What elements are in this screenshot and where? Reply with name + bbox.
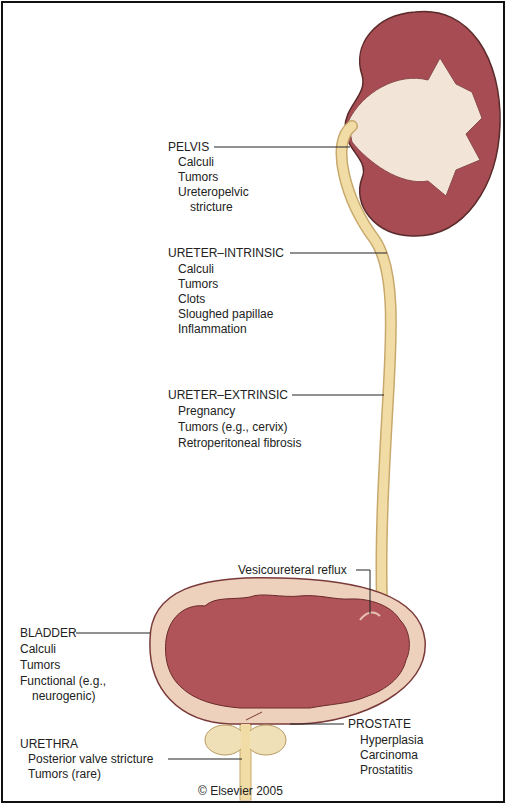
annotation-label: Sloughed papillae [178,307,273,322]
annotation-label: PELVIS [168,140,209,155]
annotation-label: Posterior valve stricture [28,752,153,767]
bladder-lumen [166,595,410,708]
annotation-label: BLADDER [20,626,77,641]
annotation-label: URETER–INTRINSIC [168,246,284,261]
prostate-lobe [246,725,286,755]
annotation-label: Inflammation [178,322,247,337]
annotation-label: Tumors [178,277,218,292]
kidney-cortex [345,11,500,236]
leader-line [168,759,242,760]
annotation-label: Carcinoma [360,748,418,763]
prostate-lobe [205,725,245,755]
leader-line [292,395,384,396]
annotation-label: Retroperitoneal fibrosis [178,436,301,451]
annotation-label: Functional (e.g., neurogenic) [20,674,144,704]
annotation-label: Tumors (e.g., cervix) [178,420,288,435]
annotation-label: Vesicoureteral reflux [238,563,347,578]
annotation-label: Calculi [20,642,56,657]
leader-line [290,724,344,725]
leader-line [76,633,150,634]
renal-pelvis [348,58,482,196]
annotation-label: Prostatitis [360,763,413,778]
annotation-label: Calculi [178,155,214,170]
leader-line [214,147,350,148]
bladder-wall [150,578,425,724]
annotation-label: PROSTATE [348,717,411,732]
annotation-label: Tumors [20,658,60,673]
annotation-label: Hyperplasia [360,733,423,748]
annotation-label: URETER–EXTRINSIC [168,388,288,403]
annotation-label: Ureteropelvic stricture [178,185,282,215]
leader-line [356,570,370,614]
bladder-neck [246,712,262,720]
annotation-label: Tumors [178,170,218,185]
annotation-label: Calculi [178,262,214,277]
annotation-label: © Elsevier 2005 [198,784,283,799]
annotation-label: Tumors (rare) [28,767,101,782]
ureter [342,126,391,604]
ureter-outline [342,126,391,604]
leader-line [290,253,387,254]
annotation-label: URETHRA [20,737,78,752]
annotation-label: Clots [178,292,205,307]
annotation-label: Pregnancy [178,404,235,419]
